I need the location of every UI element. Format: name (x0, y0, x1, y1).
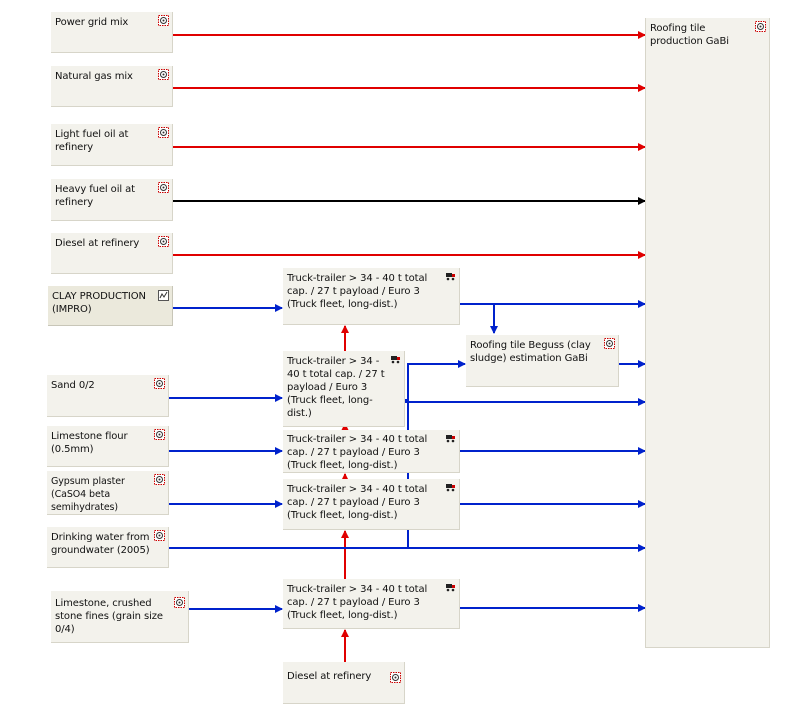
process-sand[interactable]: Sand 0/2 (47, 375, 169, 417)
process-label: Limestone, crushed stone fines (grain si… (55, 598, 163, 635)
process-limestone-flour[interactable]: Limestone flour (0.5mm) (47, 426, 169, 467)
gabi-process-icon (158, 127, 169, 138)
process-clay-production[interactable]: CLAY PRODUCTION (IMPRO) (48, 286, 173, 326)
process-label: Roofing tile Beguss (clay sludge) estima… (470, 340, 591, 364)
process-truck-trailer-4[interactable]: Truck-trailer > 34 - 40 t total cap. / 2… (283, 479, 460, 530)
gabi-process-icon (390, 672, 401, 683)
process-truck-trailer-5[interactable]: Truck-trailer > 34 - 40 t total cap. / 2… (283, 579, 460, 629)
process-label: Limestone flour (0.5mm) (51, 431, 128, 455)
process-gypsum-plaster[interactable]: Gypsum plaster (CaSO4 beta semihydrates) (47, 471, 169, 515)
process-diesel-at-refinery-bottom[interactable]: Diesel at refinery (283, 662, 405, 704)
process-label: Heavy fuel oil at refinery (55, 184, 135, 208)
process-label: Truck-trailer > 34 - 40 t total cap. / 2… (287, 584, 428, 621)
truck-icon (446, 273, 455, 281)
gabi-process-icon (154, 429, 165, 440)
process-label: Natural gas mix (55, 71, 133, 82)
flow-truck2-to-beguss (405, 360, 466, 401)
process-diesel-at-refinery[interactable]: Diesel at refinery (51, 233, 173, 274)
truck-icon (446, 435, 455, 443)
process-drinking-water[interactable]: Drinking water from groundwater (2005) (47, 527, 169, 568)
gabi-process-icon (158, 182, 169, 193)
process-label: Sand 0/2 (51, 380, 95, 391)
gabi-process-icon (158, 236, 169, 247)
process-label: Drinking water from groundwater (2005) (51, 532, 150, 556)
process-label: Truck-trailer > 34 - 40 t total cap. / 2… (287, 273, 428, 310)
process-heavy-fuel-oil[interactable]: Heavy fuel oil at refinery (51, 179, 173, 221)
gabi-process-icon (158, 69, 169, 80)
process-label: Truck-trailer > 34 - 40 t total cap. / 2… (287, 434, 428, 471)
process-roofing-tile-beguss[interactable]: Roofing tile Beguss (clay sludge) estima… (466, 335, 619, 387)
process-limestone-crushed[interactable]: Limestone, crushed stone fines (grain si… (51, 591, 189, 643)
process-label: Roofing tile production GaBi (650, 23, 729, 47)
process-light-fuel-oil[interactable]: Light fuel oil at refinery (51, 124, 173, 166)
process-label: Light fuel oil at refinery (55, 129, 129, 153)
process-truck-trailer-1[interactable]: Truck-trailer > 34 - 40 t total cap. / 2… (283, 268, 460, 325)
truck-icon (391, 356, 400, 364)
gabi-process-icon (154, 530, 165, 541)
gabi-process-icon (158, 15, 169, 26)
process-truck-trailer-3[interactable]: Truck-trailer > 34 - 40 t total cap. / 2… (283, 430, 460, 473)
process-natural-gas-mix[interactable]: Natural gas mix (51, 66, 173, 107)
process-label: Truck-trailer > 34 - 40 t total cap. / 2… (287, 484, 428, 521)
truck-icon (446, 584, 455, 592)
process-power-grid-mix[interactable]: Power grid mix (51, 12, 173, 53)
gabi-process-icon (755, 21, 766, 32)
process-label: Diesel at refinery (287, 671, 372, 682)
gabi-process-icon (154, 378, 165, 389)
process-roofing-tile-production[interactable]: Roofing tile production GaBi (645, 18, 770, 648)
process-label: Diesel at refinery (55, 238, 140, 249)
process-label: Gypsum plaster (CaSO4 beta semihydrates) (51, 476, 125, 513)
process-truck-trailer-2[interactable]: Truck-trailer > 34 - 40 t total cap. / 2… (283, 351, 405, 427)
gabi-process-icon (154, 474, 165, 485)
truck-icon (446, 484, 455, 492)
plan-icon (158, 290, 169, 301)
process-label: Truck-trailer > 34 - 40 t total cap. / 2… (287, 356, 385, 419)
gabi-process-icon (604, 338, 615, 349)
gabi-process-icon (174, 597, 185, 608)
process-label: CLAY PRODUCTION (IMPRO) (52, 291, 146, 315)
process-label: Power grid mix (55, 17, 129, 28)
